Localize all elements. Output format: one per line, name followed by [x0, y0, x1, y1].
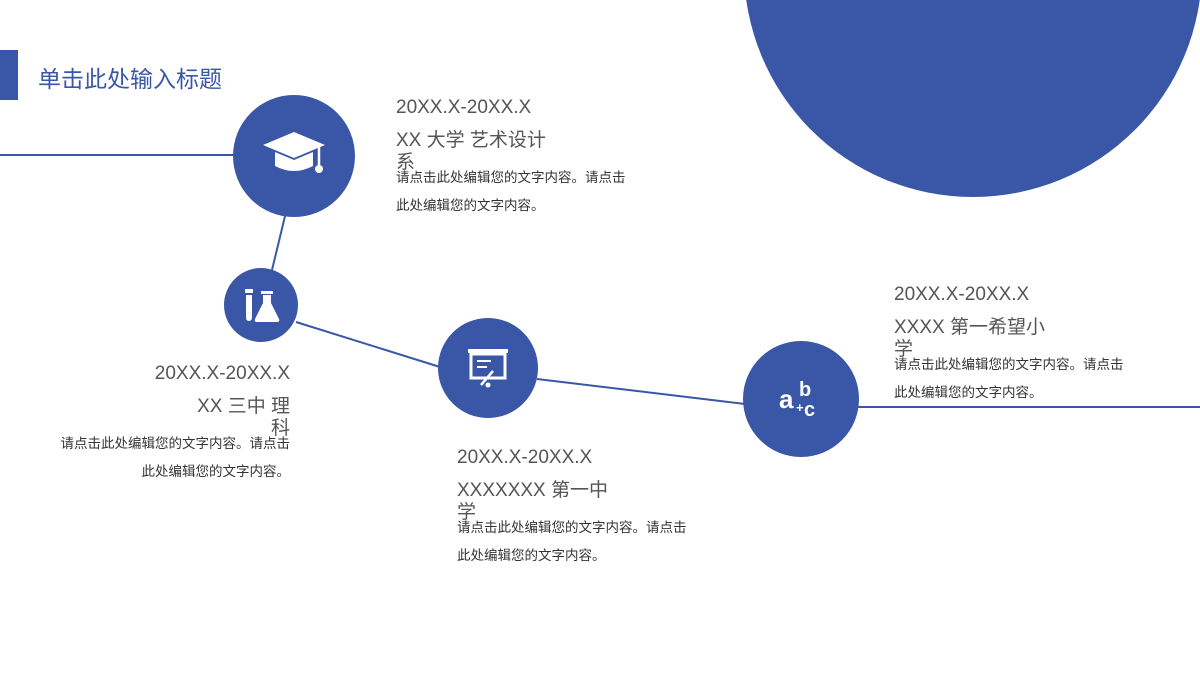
entry-description[interactable]: 请点击此处编辑您的文字内容。请点击此处编辑您的文字内容。: [457, 520, 687, 563]
entry-date[interactable]: 20XX.X-20XX.X: [396, 97, 532, 118]
entry-school[interactable]: XX 大学 艺术设计系: [396, 130, 546, 173]
abc-icon-c: c: [804, 399, 815, 421]
slide-title[interactable]: 单击此处输入标题: [38, 66, 222, 92]
graduation-cap-icon: [263, 132, 325, 173]
timeline-entry-4: 20XX.X-20XX.X XXXX 第一希望小学 请点击此处编辑您的文字内容。…: [894, 283, 1136, 407]
timeline-node-2: [224, 268, 298, 342]
entry-description[interactable]: 请点击此处编辑您的文字内容。请点击此处编辑您的文字内容。: [396, 170, 626, 213]
timeline-entry-1: 20XX.X-20XX.X XX 大学 艺术设计系 请点击此处编辑您的文字内容。…: [396, 96, 636, 220]
timeline-node-4: a b + c: [743, 341, 859, 457]
entry-date[interactable]: 20XX.X-20XX.X: [154, 363, 290, 384]
entry-description[interactable]: 请点击此处编辑您的文字内容。请点击此处编辑您的文字内容。: [60, 436, 291, 479]
timeline-entry-2: 20XX.X-20XX.X XX 三中 理科 请点击此处编辑您的文字内容。请点击…: [48, 362, 291, 486]
timeline-node-3: [438, 318, 538, 418]
abc-icon: a b + c: [779, 379, 815, 421]
timeline-entry-3: 20XX.X-20XX.X XXXXXXX 第一中学 请点击此处编辑您的文字内容…: [457, 446, 699, 570]
title-accent-bar: [0, 50, 18, 100]
lab-flask-icon: [245, 289, 280, 322]
timeline-node-1: [233, 95, 355, 217]
entry-date[interactable]: 20XX.X-20XX.X: [894, 284, 1030, 305]
abc-icon-a: a: [779, 384, 794, 414]
entry-school[interactable]: XX 三中 理科: [197, 396, 290, 439]
abc-icon-b: b: [799, 379, 811, 401]
entry-school[interactable]: XXXXXXX 第一中学: [457, 480, 608, 523]
entry-school[interactable]: XXXX 第一希望小学: [894, 317, 1045, 360]
entry-date[interactable]: 20XX.X-20XX.X: [457, 447, 593, 468]
entry-description[interactable]: 请点击此处编辑您的文字内容。请点击此处编辑您的文字内容。: [894, 357, 1124, 400]
abc-icon-plus: +: [796, 400, 804, 415]
presentation-board-icon: [468, 349, 508, 388]
